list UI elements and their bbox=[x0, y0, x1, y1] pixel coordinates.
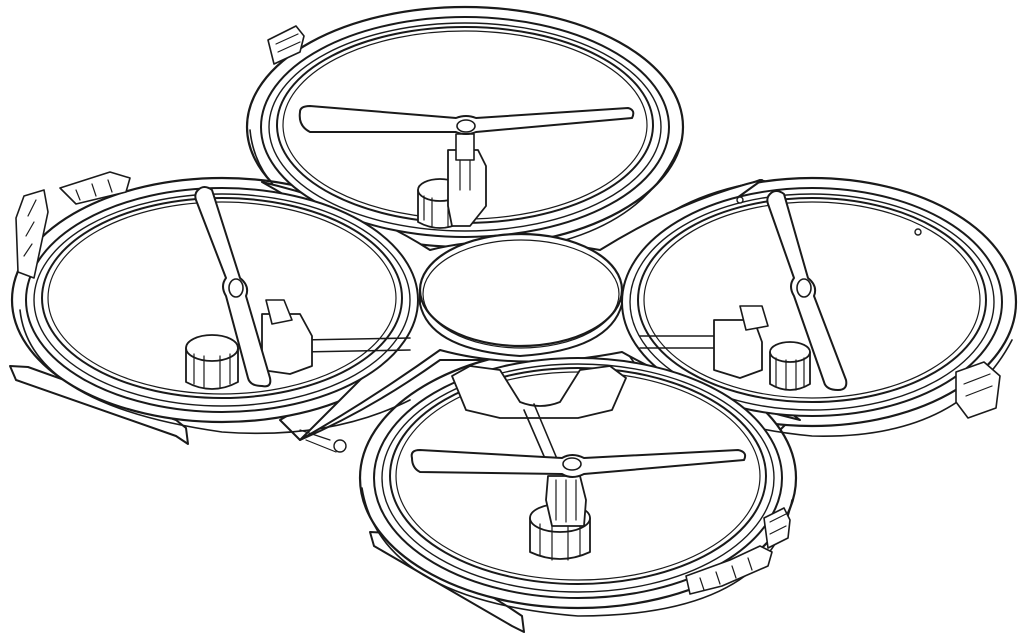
guard-clip-front-a bbox=[686, 546, 772, 594]
guard-clip-right bbox=[956, 362, 1000, 418]
prop-guard-ring-left bbox=[42, 198, 402, 398]
motor-right bbox=[714, 306, 810, 390]
landing-skid-left bbox=[10, 366, 188, 444]
motor-front bbox=[530, 476, 590, 560]
frame-hinge-details bbox=[300, 197, 921, 452]
prop-guard-ring-right bbox=[638, 198, 986, 402]
canopy-top bbox=[420, 234, 622, 346]
rotor-right bbox=[622, 188, 1002, 418]
prop-guard-ring-front bbox=[390, 368, 766, 584]
rotor-rear bbox=[261, 17, 669, 237]
rotor-front bbox=[374, 358, 790, 598]
guard-clip-left-b bbox=[60, 172, 130, 204]
guard-clip-front-b bbox=[764, 508, 790, 548]
motor-rear bbox=[418, 134, 486, 228]
rotor-left bbox=[16, 172, 418, 412]
center-canopy bbox=[420, 234, 622, 356]
motor-left bbox=[186, 300, 312, 389]
